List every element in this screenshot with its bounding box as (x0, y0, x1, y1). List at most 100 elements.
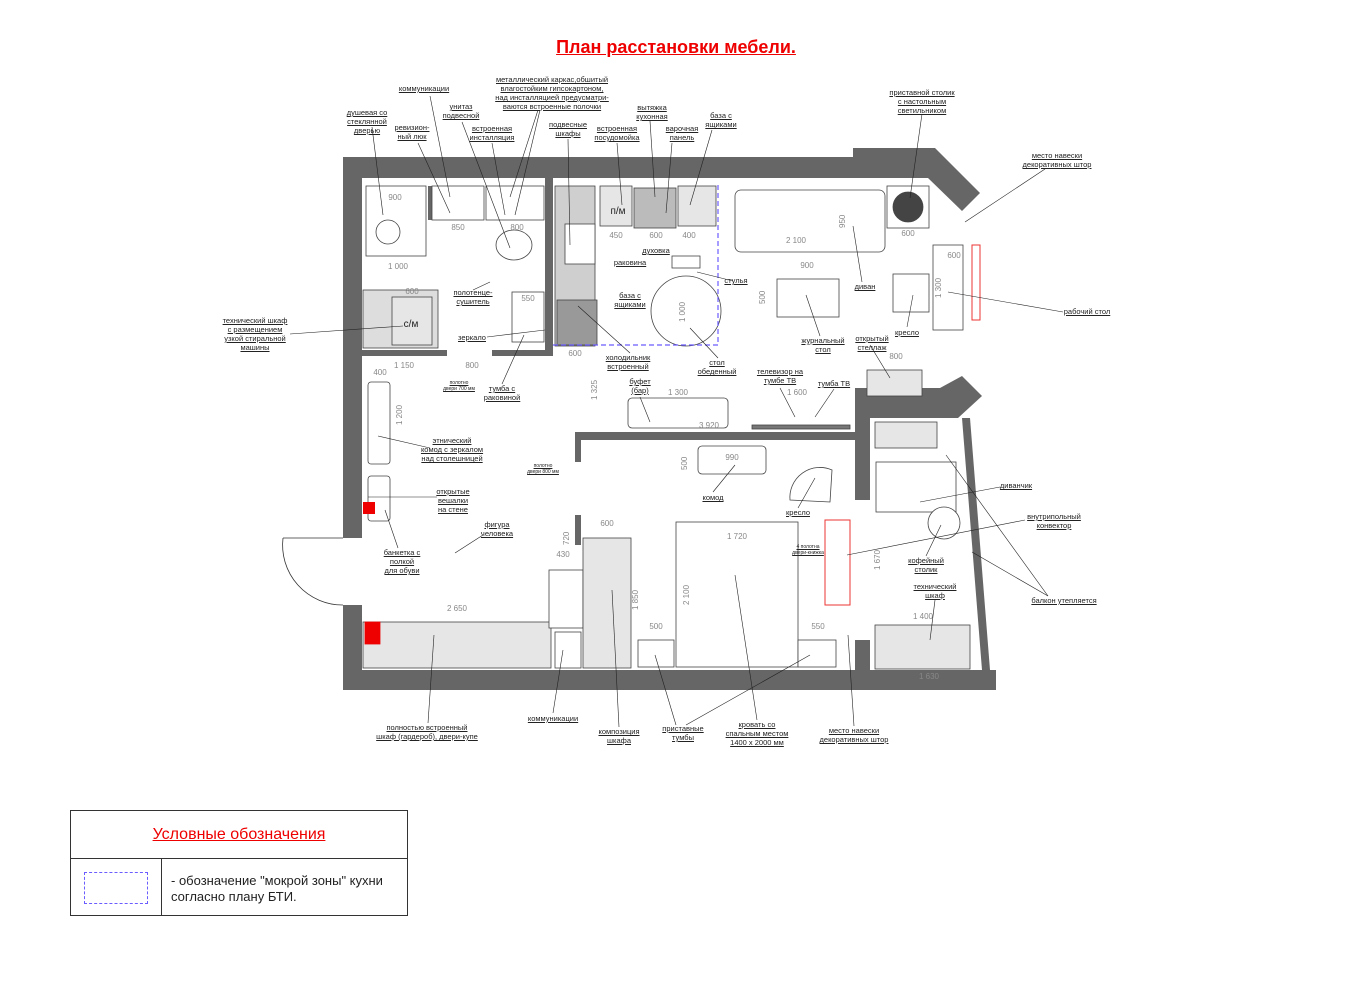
lamp (892, 191, 924, 223)
label-small-sofa: диванчик (999, 481, 1033, 490)
legend-text: - обозначение "мокрой зоны" кухни соглас… (171, 873, 383, 904)
dim: 600 (600, 519, 614, 528)
label-hall-wardrobe: полностью встроенный шкаф (гардероб), дв… (376, 723, 478, 741)
nightstand-right (797, 639, 837, 668)
bedroom-balcony-wall-bottom (855, 640, 870, 670)
coffee-table (776, 278, 840, 318)
label-ethnic-dresser: этнический комод с зеркалом над столешни… (420, 436, 484, 463)
label-convector: внутрипольный конвектор (1027, 512, 1081, 530)
tv-stand (751, 424, 851, 430)
ethnic-dresser (367, 381, 391, 465)
label-mirror: зеркало (458, 333, 486, 342)
dim: 2 100 (785, 236, 807, 245)
bath-partition (545, 178, 553, 356)
top-wall (343, 148, 980, 211)
dim: 600 (405, 287, 419, 296)
communications-box (431, 185, 485, 221)
dim: 2 100 (682, 584, 691, 605)
label-drawer-base-top: база с ящиками (705, 111, 737, 129)
bedroom-left-wall-a (575, 432, 581, 462)
label-coffee-table-round: кофейный столик (908, 556, 944, 574)
wet-zone-outline (553, 185, 719, 346)
note-door-700: полотно двери 700 мм (443, 380, 475, 392)
small-sofa (875, 461, 957, 513)
dim: 1 150 (393, 361, 415, 370)
dim: 500 (680, 456, 689, 470)
label-bench: банкетка с полкой для обуви (383, 548, 421, 575)
nightstand-left (637, 639, 675, 668)
left-wall-lower (343, 605, 362, 690)
label-communications-bath: коммуникации (398, 84, 450, 93)
balcony-tech-cabinet (874, 624, 971, 670)
label-drawer-base: база с ящиками (614, 291, 646, 309)
dim: 600 (947, 251, 961, 260)
label-wall-cabinets: подвесные шкафы (549, 120, 587, 138)
legend: Условные обозначения - обозначение "мокр… (70, 810, 408, 916)
label-fridge: холодильник встроенный (605, 353, 651, 371)
label-inspection-hatch: ревизион- ный люк (394, 123, 430, 141)
dishwasher (599, 185, 633, 227)
dim: 800 (510, 223, 524, 232)
label-shower: душевая со стеклянной дверью (346, 108, 388, 135)
label-balcony-insulated: балкон утепляется (1031, 596, 1097, 605)
dim: 400 (682, 231, 696, 240)
label-side-table: приставной столик с настольным светильни… (889, 88, 955, 115)
dim: 800 (465, 361, 479, 370)
label-dishwasher: встроенная посудомойка (594, 124, 640, 142)
legend-title: Условные обозначения (152, 825, 326, 843)
label-chairs: стулья (724, 276, 748, 285)
dim: 430 (556, 550, 570, 559)
sink-cabinet (511, 291, 545, 343)
label-dining-table: стол обеденный (697, 358, 737, 376)
sofa (734, 189, 886, 253)
hall-wardrobe (362, 621, 552, 669)
furniture (362, 185, 971, 670)
label-towel-dryer: полотенце- сушитель (453, 288, 493, 306)
legend-row-wet-zone: - обозначение "мокрой зоны" кухни соглас… (71, 859, 407, 915)
balcony-right-wall (962, 418, 990, 670)
toilet (495, 229, 533, 261)
page-title: План расстановки мебели. (556, 37, 796, 57)
walls (343, 148, 996, 690)
fridge (556, 299, 598, 346)
note-door-800: полотно двери 800 мм (527, 463, 559, 475)
label-armchair-bedroom: кресло (785, 508, 811, 517)
balcony-cabinet-top (874, 421, 938, 449)
dim: 400 (373, 368, 387, 377)
label-dresser: комод (702, 493, 724, 502)
hanger (363, 502, 375, 514)
dim: 800 (889, 352, 903, 361)
leader-lines (289, 95, 1064, 728)
dim: 3 920 (698, 421, 720, 430)
bedroom-balcony-wall-top (855, 400, 870, 500)
label-tv-stand: тумба ТВ (817, 379, 851, 388)
dim: 1 630 (918, 672, 940, 681)
left-wall-upper (343, 157, 362, 538)
dim: 720 (562, 531, 571, 545)
dim: 1 300 (934, 277, 943, 298)
legend-header: Условные обозначения (71, 811, 407, 859)
label-bed: кровать со спальным местом 1400 х 2000 м… (725, 720, 789, 747)
label-desk: рабочий стол (1063, 307, 1111, 316)
dim: 600 (649, 231, 663, 240)
label-human-figure: фигура человека (480, 520, 514, 538)
label-balcony-tech-cabinet: технический шкаф (913, 582, 957, 600)
label-tech-cabinet-wm: технический шкаф с размещением узкой сти… (222, 316, 288, 352)
dim: 500 (758, 290, 767, 304)
wardrobe-red-mark (364, 621, 381, 645)
bottom-wall (343, 670, 996, 690)
label-wardrobe-composition: композиция шкафа (598, 727, 640, 745)
dresser (697, 445, 767, 475)
dim: 1 670 (873, 549, 882, 570)
label-oven: духовка (642, 246, 670, 255)
dim: 950 (838, 214, 847, 228)
label-sofa: диван (854, 282, 876, 291)
dim: 500 (649, 622, 663, 631)
entrance-door (282, 537, 344, 606)
label-coffee-table: журнальный стол (801, 336, 845, 354)
label-armchair-living: кресло (894, 328, 920, 337)
dim: 850 (451, 223, 465, 232)
drawer-base (677, 185, 717, 227)
label-open-shelf: открытый стеллаж (855, 334, 889, 352)
